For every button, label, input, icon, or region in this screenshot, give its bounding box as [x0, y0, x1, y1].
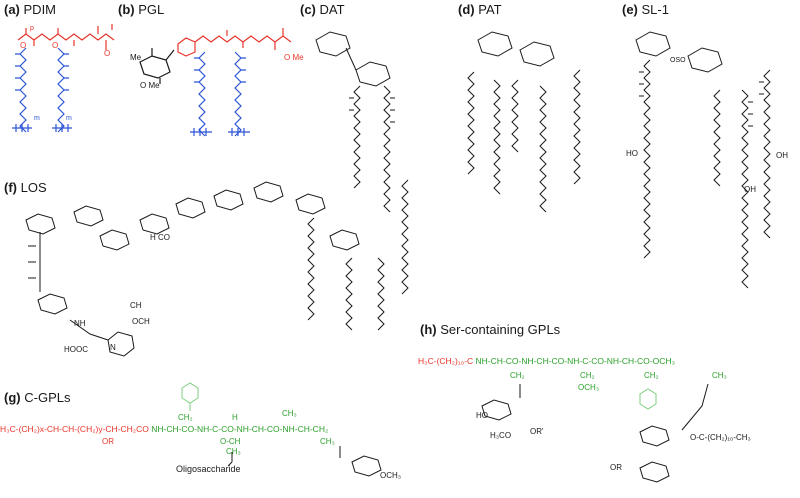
- sergpl-h3co-label: H₃CO: [490, 431, 511, 440]
- panel-h-label: (h) Ser-containing GPLs: [420, 322, 561, 337]
- sl1-oh-label-1: OH: [776, 151, 788, 160]
- sl1-sugar-2: [687, 47, 723, 73]
- los-h3co-label: H CO: [150, 233, 170, 242]
- los-chain-2: [345, 257, 353, 331]
- pdim-m-subscript-2: m: [66, 115, 72, 122]
- los-chain-4: [401, 179, 409, 295]
- pdim-blue-chains: [12, 47, 72, 133]
- los-chain-1: [307, 217, 315, 321]
- sergpl-or-prime-label: OR': [530, 427, 544, 436]
- sl1-structure: [635, 31, 771, 289]
- los-hooc-label: HOOC: [64, 345, 88, 354]
- los-sugar-2: [73, 205, 104, 227]
- pat-chain-1: [467, 71, 475, 175]
- sl1-chain-3: [741, 89, 749, 289]
- pdim-red-backbone: [17, 24, 115, 50]
- dat-structure: [315, 31, 395, 213]
- sl1-chain-1: [643, 59, 651, 259]
- los-sugar-10: [37, 293, 68, 315]
- sergpl-ch3-label: CH₃: [712, 371, 727, 380]
- panel-e-label: (e) SL-1: [622, 2, 669, 17]
- los-sugar-8: [295, 193, 326, 215]
- los-n-label: N: [110, 343, 116, 352]
- pdim-methoxy-o: O: [104, 49, 110, 58]
- sergpl-sugars: [481, 383, 709, 483]
- pdim-structure: [12, 24, 115, 133]
- sergpl-ho-label: HO: [476, 411, 488, 420]
- los-sugar-1: [25, 213, 56, 235]
- cgpl-ch3-label-3: CH₃: [320, 437, 335, 446]
- cgpl-oc-label: O-CH: [220, 437, 241, 446]
- panel-g-label: (g) C-GPLs: [4, 390, 71, 405]
- dat-sugar-1: [315, 31, 351, 57]
- sergpl-chain-label: O-C-(CH₂)₁₀-CH₃: [690, 433, 751, 442]
- sergpl-structure: H₃C-(CH₂)₁₀-C NH-CH-CO-NH-CH-CO-NH-C-CO-…: [418, 356, 751, 483]
- pat-chain-4: [539, 85, 547, 213]
- los-sugar-3: [99, 229, 130, 251]
- panel-c-label: (c) DAT: [300, 2, 345, 17]
- panel-a-label: (a) PDIM: [4, 2, 57, 17]
- pgl-sugar: [139, 48, 175, 84]
- los-structure: [25, 179, 409, 357]
- los-sugar-9: [329, 229, 360, 251]
- pat-sugar-1: [477, 31, 513, 57]
- dat-chain-1: [353, 85, 361, 189]
- los-ch3-label: CH: [130, 301, 142, 310]
- panel-d-label: (d) PAT: [458, 2, 502, 17]
- cgpl-or-label: OR: [102, 437, 114, 446]
- los-nh-label: NH: [74, 319, 86, 328]
- los-sugar-7: [253, 181, 284, 203]
- los-pyrrolidone-ring: [107, 331, 135, 357]
- sergpl-main-formula: H₃C-(CH₂)₁₀-C NH-CH-CO-NH-CH-CO-NH-C-CO-…: [418, 356, 675, 366]
- sl1-chain-4: [763, 69, 771, 239]
- sergpl-ch2-label-1: CH₂: [510, 371, 525, 380]
- los-sugar-6: [213, 189, 244, 211]
- cgpl-oligosaccharide-label: Oligosaccharide: [176, 464, 241, 474]
- pat-chain-3: [511, 79, 519, 153]
- sergpl-phenyl-ring: [639, 388, 657, 410]
- pgl-methoxy-o: O Me: [284, 53, 304, 62]
- sergpl-or-label: OR: [610, 463, 622, 472]
- los-och3-label: OCH: [132, 317, 150, 326]
- cgpl-ch3-label-2: CH₃: [282, 409, 297, 418]
- sl1-so3-label: OSO: [670, 57, 686, 64]
- cgpl-ch2-label: CH₂: [178, 413, 193, 422]
- pdim-ester-o2: O: [52, 41, 58, 50]
- pdim-ester-o1: O: [20, 41, 26, 50]
- los-sugar-4: [139, 213, 170, 235]
- pat-chain-2: [493, 79, 501, 195]
- cgpl-structure: H₃C-(CH₂)x-CH-CH-(CH₂)y-CH-CH₂CO NH-CH-C…: [0, 382, 401, 480]
- sl1-sugar-1: [635, 31, 671, 57]
- pdim-p-subscript: p: [30, 25, 34, 32]
- pgl-ome-label: O Me: [140, 81, 160, 90]
- pgl-phenol-ring: [177, 28, 292, 57]
- cgpl-sugar: [227, 446, 382, 477]
- pgl-blue-chains: [190, 51, 250, 137]
- sl1-oh-label-2: OH: [744, 185, 756, 194]
- dat-sugar-2: [355, 61, 391, 87]
- cgpl-phenyl-ring: [181, 382, 199, 411]
- pgl-me-label: Me: [130, 53, 142, 62]
- pdim-m-subscript-1: m: [34, 115, 40, 122]
- cgpl-h-label: H: [232, 413, 238, 422]
- cgpl-main-formula: H₃C-(CH₂)x-CH-CH-(CH₂)y-CH-CH₂CO NH-CH-C…: [0, 424, 328, 434]
- panel-f-label: (f) LOS: [4, 180, 47, 195]
- cgpl-och3-label: OCH₃: [380, 471, 401, 480]
- panel-b-label: (b) PGL: [118, 2, 165, 17]
- sergpl-ch2-label-3: CH₂: [644, 371, 659, 380]
- sergpl-ch2-label-2: CH₂: [580, 371, 595, 380]
- pat-sugar-2: [519, 41, 555, 67]
- sl1-ho-label: HO: [626, 149, 638, 158]
- dat-chain-2: [383, 85, 391, 213]
- pat-chain-5: [573, 69, 581, 185]
- cgpl-ch3-label-1: CH₃: [226, 447, 241, 456]
- sergpl-och3-label: OCH₃: [578, 383, 599, 392]
- los-chain-3: [377, 257, 385, 331]
- pgl-structure: [139, 28, 292, 137]
- sl1-chain-2: [713, 89, 721, 187]
- pat-structure: [467, 31, 581, 213]
- los-sugar-5: [175, 197, 206, 219]
